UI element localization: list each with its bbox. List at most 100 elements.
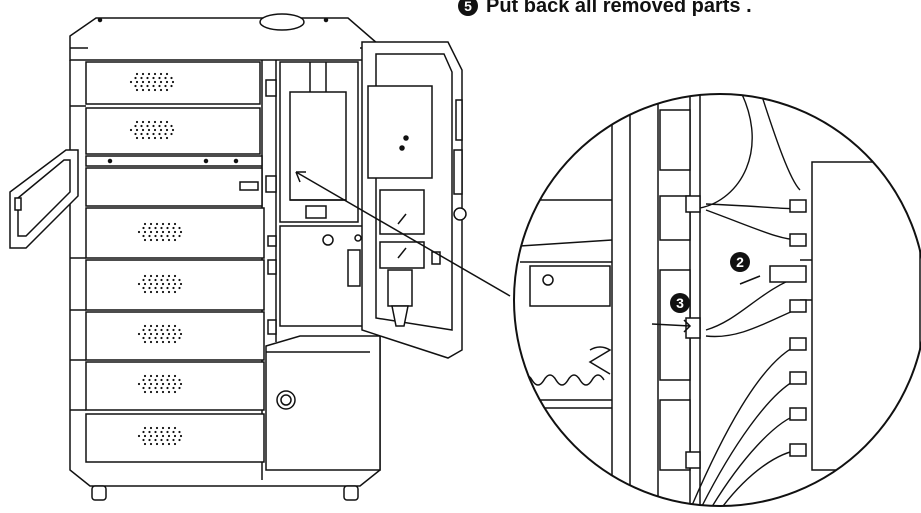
vent-dot: [149, 340, 153, 344]
vent-dot: [170, 76, 173, 80]
vent-dot: [148, 328, 151, 332]
vent-dot: [149, 382, 153, 386]
right-front-panel: [361, 41, 467, 359]
vent-dot: [152, 132, 155, 136]
vent-dot: [134, 84, 137, 88]
vent-dot: [142, 430, 145, 434]
vent-dot: [178, 378, 181, 382]
vent-dot: [160, 378, 163, 382]
vent-dot: [178, 226, 181, 230]
vent-dot: [166, 430, 169, 434]
vent-dot: [161, 290, 165, 294]
vent-dot: [167, 290, 171, 294]
vent-dot: [155, 230, 159, 234]
vent-dot: [159, 120, 163, 124]
vent-dot: [135, 128, 139, 132]
vent-dot: [149, 324, 153, 328]
vent-dot: [154, 286, 157, 290]
vent-dot: [179, 434, 183, 438]
vent-dot: [141, 72, 145, 76]
vent-dot: [149, 442, 153, 446]
vent-dot: [142, 286, 145, 290]
vent-dot: [149, 332, 153, 336]
vent-dot: [148, 386, 151, 390]
vent-dot: [173, 290, 177, 294]
vent-dot: [161, 382, 165, 386]
vent-dot: [154, 378, 157, 382]
vent-dot: [143, 390, 147, 394]
vent-dot: [155, 426, 159, 430]
vent-dot: [154, 234, 157, 238]
vent-dot: [149, 274, 153, 278]
vent-dot: [140, 124, 143, 128]
vent-dot: [153, 72, 157, 76]
vent-dot: [173, 340, 177, 344]
vent-dot: [143, 382, 147, 386]
vent-dot: [142, 234, 145, 238]
vent-dot: [147, 128, 151, 132]
svg-text:3: 3: [676, 295, 684, 311]
vent-dot: [167, 238, 171, 242]
vent-dot: [155, 434, 159, 438]
vent-dot: [152, 124, 155, 128]
vent-dot: [155, 340, 159, 344]
vent-dot: [173, 274, 177, 278]
vent-dot: [155, 390, 159, 394]
vent-dot: [143, 442, 147, 446]
vent-dot: [137, 230, 141, 234]
vent-dot: [166, 336, 169, 340]
vent-dot: [137, 382, 141, 386]
vent-dot: [170, 132, 173, 136]
vent-dot: [172, 226, 175, 230]
vent-dot: [167, 426, 171, 430]
vent-dot: [148, 234, 151, 238]
vent-dot: [160, 226, 163, 230]
vent-dot: [137, 282, 141, 286]
vent-dot: [158, 132, 161, 136]
vent-dot: [142, 386, 145, 390]
vent-dot: [135, 88, 139, 92]
vent-dot: [146, 124, 149, 128]
vent-dot: [143, 434, 147, 438]
vent-dot: [135, 72, 139, 76]
vent-dot: [149, 374, 153, 378]
vent-dot: [155, 324, 159, 328]
vent-dot: [167, 374, 171, 378]
vent-dot: [142, 278, 145, 282]
vent-dot: [155, 290, 159, 294]
lower-cover: [265, 335, 381, 471]
vent-dot: [161, 374, 165, 378]
vent-dot: [147, 72, 151, 76]
vent-dot: [164, 76, 167, 80]
vent-dot: [173, 238, 177, 242]
vent-dot: [159, 72, 163, 76]
vent-dot: [161, 442, 165, 446]
vent-dot: [140, 132, 143, 136]
vent-dot: [143, 282, 147, 286]
vent-dot: [155, 332, 159, 336]
vent-dot: [141, 88, 145, 92]
vent-dot: [166, 328, 169, 332]
vent-dot: [154, 438, 157, 442]
vent-dot: [166, 234, 169, 238]
vent-dot: [129, 128, 133, 132]
vent-dot: [158, 84, 161, 88]
vent-dot: [141, 120, 145, 124]
vent-dot: [154, 226, 157, 230]
vent-dot: [142, 336, 145, 340]
vent-dot: [160, 278, 163, 282]
vent-dot: [165, 128, 169, 132]
vent-dot: [179, 282, 183, 286]
vent-dot: [178, 328, 181, 332]
vent-dot: [155, 374, 159, 378]
vent-dot: [143, 426, 147, 430]
vent-dot: [161, 274, 165, 278]
vent-dot: [155, 238, 159, 242]
vent-dot: [167, 324, 171, 328]
vent-dot: [148, 438, 151, 442]
vent-dot: [149, 222, 153, 226]
vent-dot: [160, 386, 163, 390]
vent-dot: [148, 378, 151, 382]
vent-dot: [165, 88, 169, 92]
